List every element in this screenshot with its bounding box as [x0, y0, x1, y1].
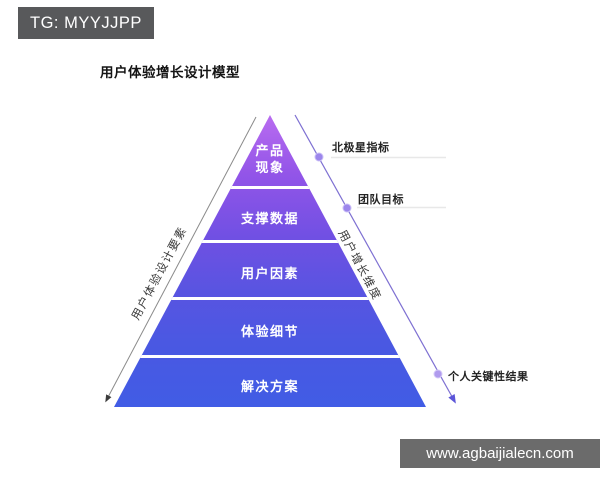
level-label-line1: 产品	[255, 143, 285, 158]
diagram-title: 用户体验增长设计模型	[100, 65, 240, 80]
level-label-line2: 现象	[255, 160, 285, 175]
marker-dot-personal-kr	[433, 369, 443, 379]
marker-dot-team-goal	[342, 203, 352, 213]
watermark-url: www.agbaijialecn.com	[400, 439, 600, 468]
annotation-personal-key-results: 个人关键性结果	[448, 371, 529, 383]
telegram-badge: TG: MYYJJPP	[18, 7, 154, 39]
level-divider-1	[114, 186, 426, 189]
level-divider-2	[114, 240, 426, 243]
level-divider-3	[114, 297, 426, 300]
pyramid-level-user-factors: 用户因素	[240, 266, 299, 281]
annotation-north-star-metric: 北极星指标	[332, 142, 390, 154]
pyramid-level-product-phenomenon: 产品 现象	[114, 142, 426, 176]
left-axis-line	[105, 116, 257, 403]
right-axis-line	[294, 114, 456, 404]
annotation-team-goal: 团队目标	[358, 194, 404, 206]
pyramid-level-experience-details: 体验细节	[240, 324, 299, 339]
pyramid-level-solutions: 解决方案	[240, 379, 299, 394]
marker-dot-north-star	[314, 152, 324, 162]
level-divider-4	[114, 355, 426, 358]
pyramid-level-supporting-data: 支撑数据	[240, 211, 299, 226]
